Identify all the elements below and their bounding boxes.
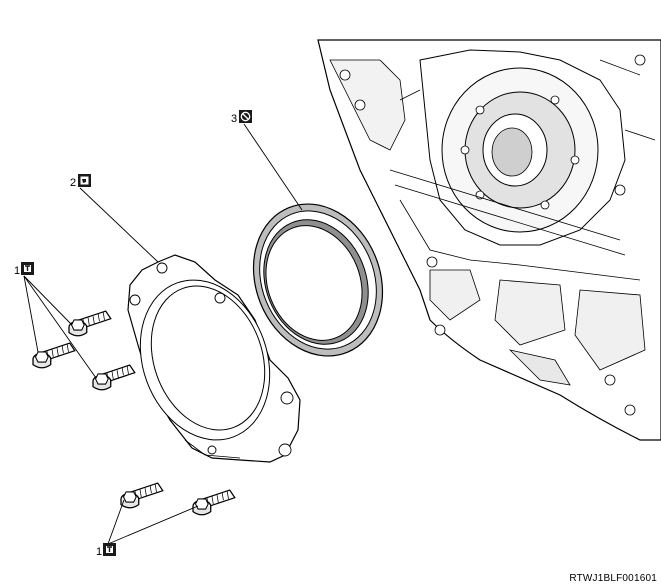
bolt-upper-c [92, 364, 136, 391]
bolt-group-upper [32, 310, 136, 391]
leader-1-upper-a [23, 275, 73, 326]
bolt-upper-a [68, 310, 112, 337]
tightening-torque-icon [21, 262, 34, 275]
callout-number: 2 [70, 177, 76, 189]
leader-1-lower-b [107, 505, 199, 545]
callout-1-lower: 1 [96, 543, 116, 558]
bolt-lower-b [192, 489, 236, 516]
oil-seal [252, 203, 384, 357]
leader-1-upper-b [23, 275, 39, 353]
engine-block [317, 39, 661, 441]
figure-code: RTWJ1BLF001601 [569, 573, 657, 584]
bolt-group-lower [120, 482, 236, 516]
leader-3 [243, 123, 303, 211]
bolt-lower-a [120, 482, 164, 509]
callout-number: 3 [231, 113, 237, 125]
callout-1-upper: 1 [14, 262, 34, 277]
leader-1-upper-c [23, 275, 97, 379]
bolt-upper-b [32, 342, 76, 369]
callout-2: 2 [70, 174, 91, 189]
leader-lines [23, 123, 303, 545]
liquid-gasket-icon [78, 174, 91, 187]
tightening-torque-icon [103, 543, 116, 556]
callout-number: 1 [96, 546, 102, 558]
leader-2 [79, 187, 159, 263]
leader-1-lower-a [107, 499, 125, 545]
do-not-reuse-icon [239, 110, 252, 123]
callout-number: 1 [14, 265, 20, 277]
retainer-plate [127, 254, 301, 463]
callout-3: 3 [231, 110, 252, 125]
